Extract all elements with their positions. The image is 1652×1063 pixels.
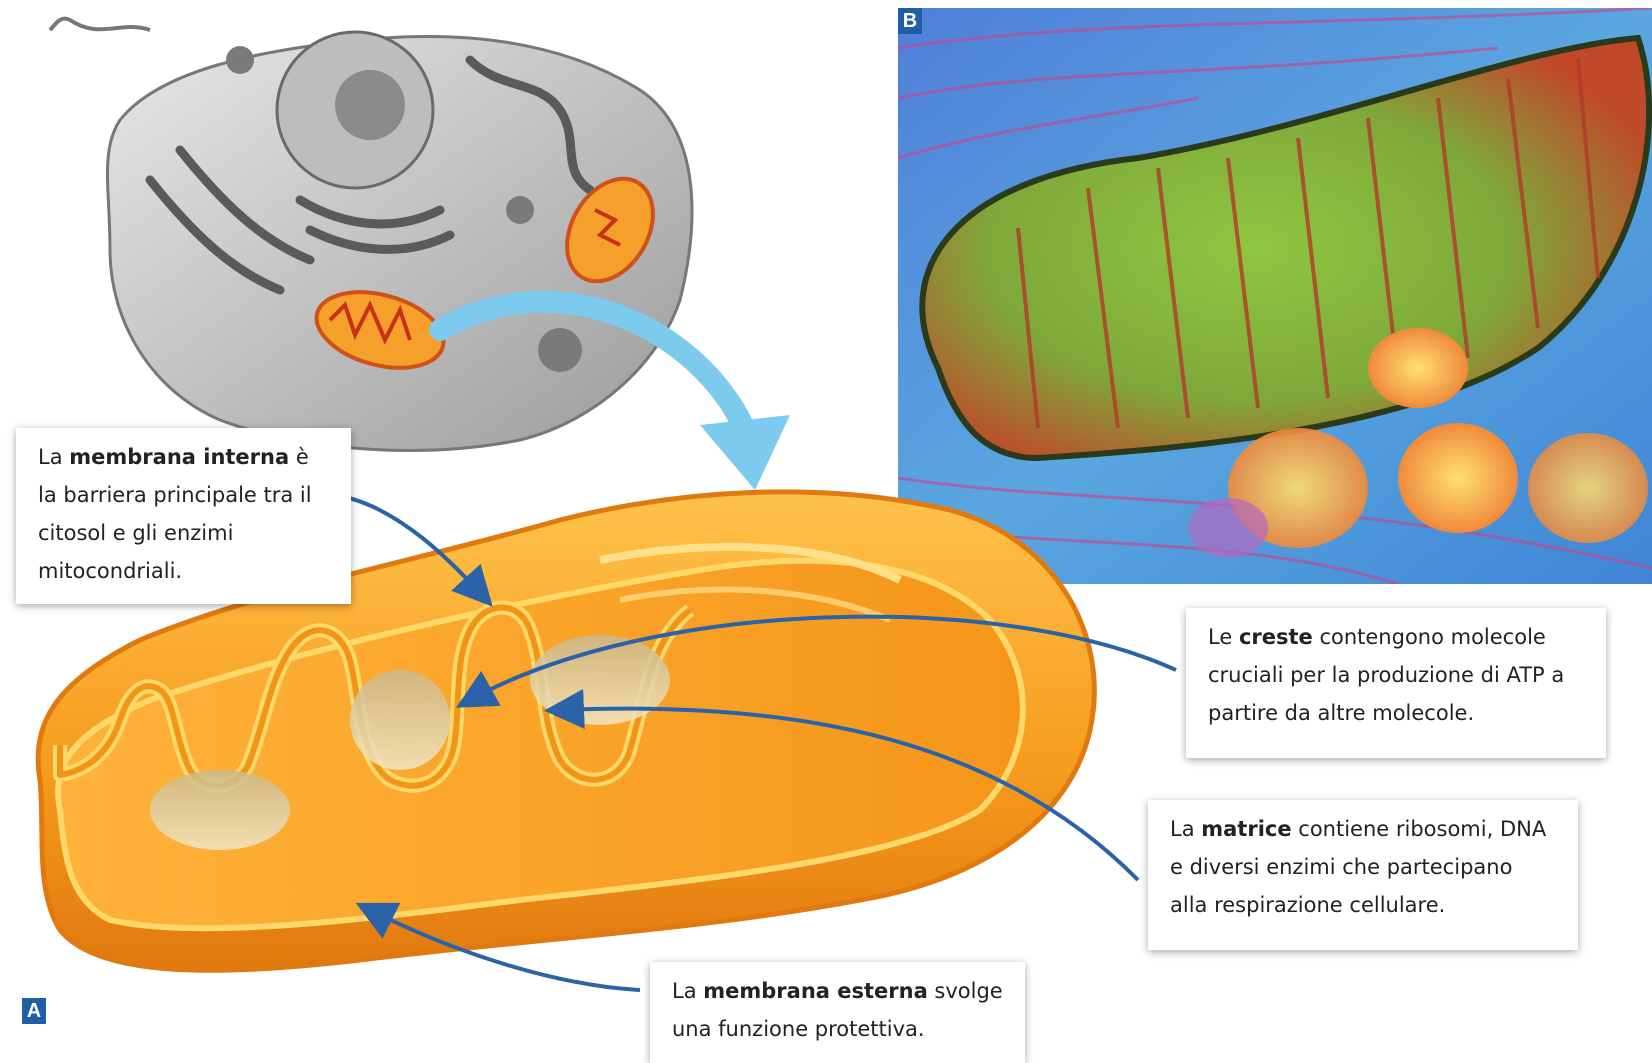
callout-outer-membrane: La membrana esterna svolge una funzione …	[650, 962, 1025, 1063]
callout-cristae: Le creste contengono molecole cruciali p…	[1186, 608, 1606, 758]
matrix-term: matrice	[1201, 817, 1291, 841]
cristae-pre: Le	[1208, 625, 1239, 649]
cristae-term: creste	[1239, 625, 1313, 649]
outer-membrane-pre: La	[672, 979, 703, 1003]
panel-a-label: A	[22, 998, 46, 1024]
matrix-pre: La	[1170, 817, 1201, 841]
callout-matrix: La matrice contiene ribosomi, DNA e dive…	[1148, 800, 1578, 950]
inner-membrane-term: membrana interna	[69, 445, 289, 469]
cell	[50, 19, 692, 451]
callout-inner-membrane: La membrana interna è la barriera princi…	[16, 428, 351, 604]
outer-membrane-term: membrana esterna	[703, 979, 928, 1003]
inner-membrane-pre: La	[38, 445, 69, 469]
